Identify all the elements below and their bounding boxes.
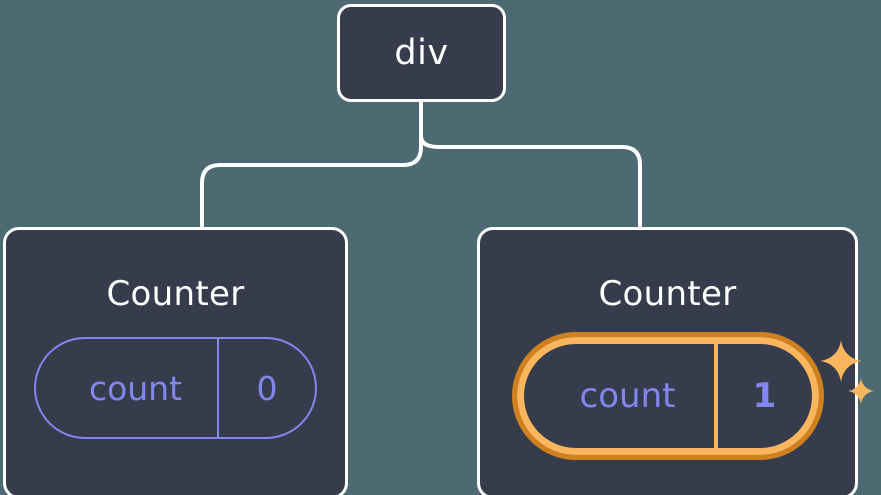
counter-left-state-pill[interactable]: count 0 (34, 337, 317, 439)
counter-node-right[interactable]: Counter count 1 (477, 227, 874, 495)
counter-node-left[interactable]: Counter count 0 (3, 227, 348, 495)
counter-right-title: Counter (598, 274, 737, 314)
counter-left-state-wrap: count 0 (34, 337, 317, 439)
sparkle-small-icon (847, 378, 874, 404)
counter-left-state-key: count (88, 368, 183, 408)
div-node[interactable]: div (337, 4, 506, 102)
sparkle-large-icon (819, 340, 862, 382)
counter-left-title: Counter (106, 274, 245, 314)
counter-left-state-value: 0 (217, 339, 315, 437)
counter-right-state-wrap: count 1 (511, 332, 874, 460)
counter-right-state-key: count (579, 376, 676, 416)
counter-right-state-value: 1 (713, 344, 812, 448)
div-node-label: div (394, 32, 449, 73)
counter-right-state-pill[interactable]: count 1 (511, 332, 824, 460)
sparkle-group (817, 339, 877, 415)
connector-branch-left (200, 134, 642, 229)
